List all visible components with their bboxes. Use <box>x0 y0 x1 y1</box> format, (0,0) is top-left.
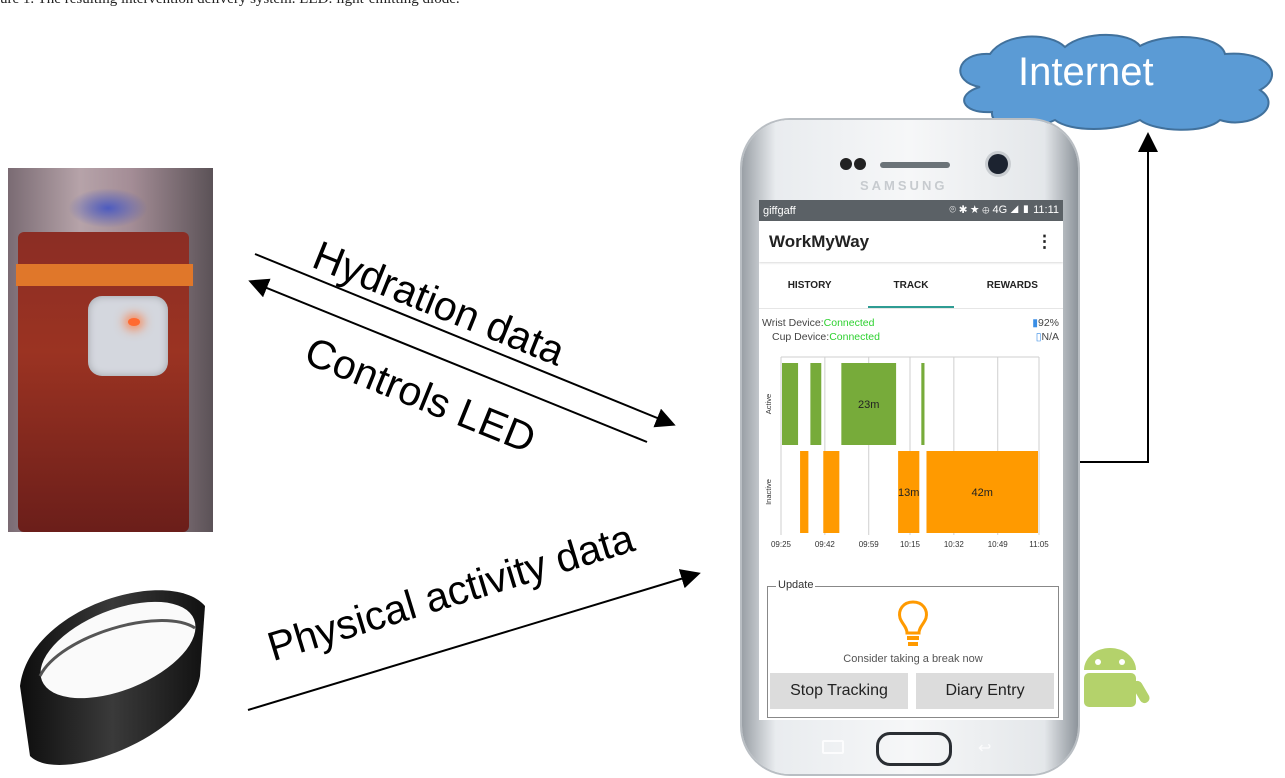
lightbulb-icon <box>898 600 928 646</box>
carrier-label: giffgaff <box>763 204 796 217</box>
wristband-image <box>20 590 205 765</box>
speaker-grille <box>880 162 950 168</box>
recent-apps-icon[interactable] <box>822 740 844 754</box>
inactive-bar <box>926 451 1038 533</box>
battery-unknown-icon: ▯ <box>1035 331 1042 343</box>
inactive-bar <box>898 451 920 533</box>
inactive-bar-label: 13m <box>898 487 919 499</box>
wrist-battery: 92% <box>1037 317 1059 329</box>
back-icon[interactable]: ↩ <box>978 740 992 757</box>
figure-caption: ure 1. The resulting intervention delive… <box>0 0 460 8</box>
home-button[interactable] <box>876 732 952 766</box>
app-screen: giffgaff ⌾ ✱ ★ ⊕ 4G ◢ ▮ 11:11 WorkMyWay … <box>759 200 1063 720</box>
x-tick-label: 10:32 <box>944 540 965 549</box>
row-label-active: Active <box>764 394 773 414</box>
device-status: Wrist Device:Connected Cup Device:Connec… <box>759 309 1063 351</box>
inactive-bar <box>823 451 840 533</box>
tab-track[interactable]: TRACK <box>860 262 961 308</box>
tab-rewards[interactable]: REWARDS <box>986 279 1038 291</box>
x-tick-label: 10:49 <box>988 540 1009 549</box>
activity-chart: 09:25 09:42 09:59 10:15 10:32 10:49 11:05 Activ… <box>759 351 1063 549</box>
activity-arrow <box>247 569 701 711</box>
cup-battery: N/A <box>1041 331 1059 343</box>
x-tick-label: 09:59 <box>859 540 880 549</box>
inactive-bar <box>800 451 809 533</box>
stop-tracking-button[interactable]: Stop Tracking <box>770 673 908 709</box>
x-tick-label: 10:15 <box>900 540 921 549</box>
internet-arrow <box>1067 132 1158 463</box>
activity-chart-svg: 09:25 09:42 09:59 10:15 10:32 10:49 11:05 Activ… <box>764 356 1049 549</box>
app-title: WorkMyWay <box>769 231 870 251</box>
active-bar <box>810 363 822 445</box>
camera-icon <box>988 154 1008 174</box>
wrist-device-label: Wrist Device: <box>762 317 824 329</box>
controls-arrow <box>248 278 648 443</box>
battery-icon: ▮ <box>1032 317 1038 329</box>
cup-device-label: Cup Device: <box>772 331 830 343</box>
status-icons: ⌾ ✱ ★ ⊕ 4G ◢ ▮ 11:11 <box>949 204 1059 216</box>
x-tick-label: 09:42 <box>815 540 836 549</box>
row-label-inactive: Inactive <box>764 479 773 505</box>
break-hint: Consider taking a break now <box>843 653 983 665</box>
hydration-arrow <box>254 253 676 428</box>
inactive-bar-label: 42m <box>972 487 993 499</box>
tab-bar: HISTORY TRACK REWARDS <box>759 262 1063 309</box>
diary-entry-button[interactable]: Diary Entry <box>916 673 1054 709</box>
app-bar: WorkMyWay ⋮ <box>759 221 1063 262</box>
x-tick-label: 11:05 <box>1029 540 1049 549</box>
active-bar <box>921 363 925 445</box>
update-panel: Update Consider taking a break now Stop … <box>767 579 1059 718</box>
overflow-menu-icon[interactable]: ⋮ <box>1036 231 1053 251</box>
active-bar <box>782 363 799 445</box>
active-bar-label: 23m <box>858 399 879 411</box>
update-title: Update <box>776 579 816 591</box>
internet-label: Internet <box>1018 50 1154 94</box>
smart-cup-photo <box>8 168 213 532</box>
phone-brand: SAMSUNG <box>860 178 948 193</box>
tab-history[interactable]: HISTORY <box>787 279 832 291</box>
smartphone: SAMSUNG giffgaff ⌾ ✱ ★ ⊕ 4G ◢ ▮ 11:11 Wo… <box>742 120 1078 774</box>
wrist-connected-status: Connected <box>823 317 875 329</box>
x-tick-label: 09:25 <box>771 540 792 549</box>
led-indicator <box>128 318 140 326</box>
cup-connected-status: Connected <box>829 331 880 343</box>
status-bar: giffgaff ⌾ ✱ ★ ⊕ 4G ◢ ▮ 11:11 <box>759 200 1063 221</box>
active-bar <box>841 363 897 445</box>
android-icon <box>1084 648 1150 707</box>
